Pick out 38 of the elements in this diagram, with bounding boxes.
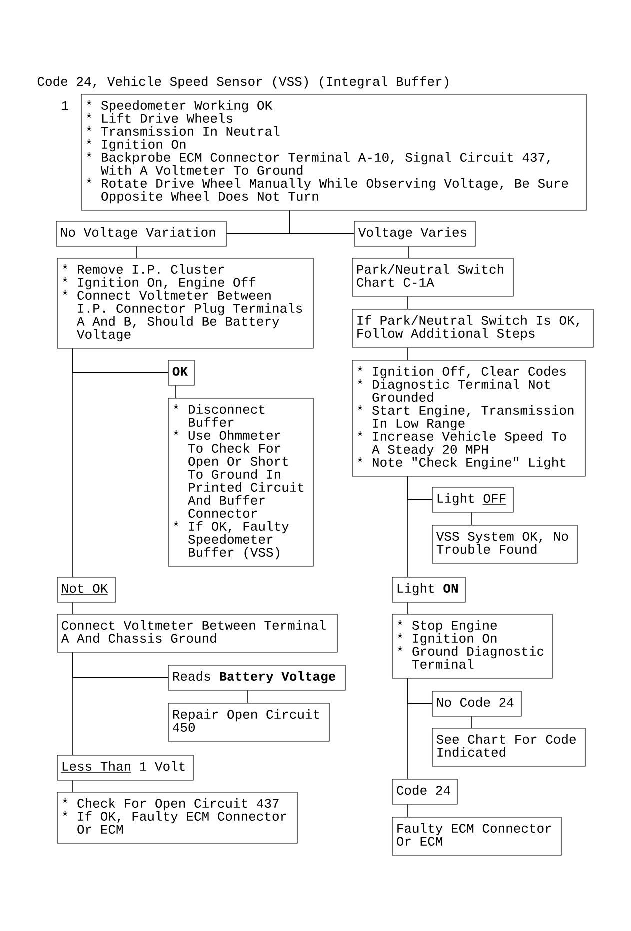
condition-box: Code 24 (392, 779, 458, 805)
condition-box: Reads Battery Voltage (168, 665, 346, 691)
condition-box: Not OK (57, 577, 116, 603)
node-label: * Rotate Drive Wheel Manually While Observing Voltage, Be Sure Opposite Wheel Does Not Turn (86, 178, 568, 204)
condition-box: Light OFF (432, 487, 514, 513)
condition-box: OK (168, 360, 195, 386)
connector-line (408, 246, 410, 258)
action-box: If Park/Neutral Switch Is OK, Follow Additional Steps (352, 309, 594, 348)
node-label: * Lift Drive Wheels (86, 113, 233, 124)
node-label: * Speedometer Working OK (86, 100, 273, 113)
step-number: 1 (62, 101, 68, 110)
connector-line (72, 602, 74, 614)
connector-line (72, 348, 74, 578)
connector-line (72, 780, 74, 792)
action-box: Connect Voltmeter Between Terminal A And Chassis Ground (57, 614, 338, 653)
condition-box: Light ON (392, 577, 466, 603)
node-label: * Transmission In Neutral (86, 126, 280, 136)
action-box: See Chart For Code Indicated (432, 728, 586, 767)
action-box: VSS System OK, No Trouble Found (432, 525, 578, 564)
connector-line (136, 246, 138, 258)
condition-box: Voltage Varies (354, 221, 476, 247)
checklist-box: * Disconnect Buffer * Use Ohmmeter To Check For Open Or Short To Ground In Printed Circuit And Buffer Connector * If OK, Faulty Speedometer Buffer (VSS) (168, 398, 314, 567)
action-box: Park/Neutral Switch Chart C-1A (352, 258, 514, 297)
connector-line (290, 210, 354, 234)
node-label: * Backprobe ECM Connector Terminal A-10, Signal Circuit 437, With A Voltmeter To Ground (86, 152, 550, 176)
action-box: Repair Open Circuit 450 (168, 703, 330, 742)
connector-line (72, 652, 74, 756)
condition-box: No Voltage Variation (56, 221, 227, 247)
condition-box: No Code 24 (432, 691, 522, 717)
checklist-box: * Remove I.P. Cluster * Ignition On, Engine Off * Connect Voltmeter Between I.P. Connector Plug Terminals A And B, Should Be Battery Voltage (57, 258, 314, 349)
condition-box: Less Than 1 Volt (57, 755, 194, 781)
node-label: * Ignition On (86, 139, 186, 152)
action-box: Faulty ECM Connector Or ECM (392, 817, 562, 856)
title: Code 24, Vehicle Speed Sensor (VSS) (Integral Buffer) (38, 76, 448, 89)
checklist-box: * Speedometer Working OK * Lift Drive Wheels * Transmission In Neutral * Ignition On * Backprobe ECM Connector Terminal A-10, Signal Circuit 437, With A Voltmeter To Ground * Rotate Drive Wheel Manually While Observing Voltage, Be Sure Opposite Wheel Does Not Turn (81, 94, 587, 211)
checklist-box: * Stop Engine * Ignition On * Ground Diagnostic Terminal (392, 614, 553, 679)
checklist-box: * Check For Open Circuit 437 * If OK, Faulty ECM Connector Or ECM (57, 792, 298, 844)
checklist-box: * Ignition Off, Clear Codes * Diagnostic Terminal Not Grounded * Start Engine, Transmission In Low Range * Increase Vehicle Speed To A Steady 20 MPH * Note "Check Engine" Light (352, 360, 586, 477)
